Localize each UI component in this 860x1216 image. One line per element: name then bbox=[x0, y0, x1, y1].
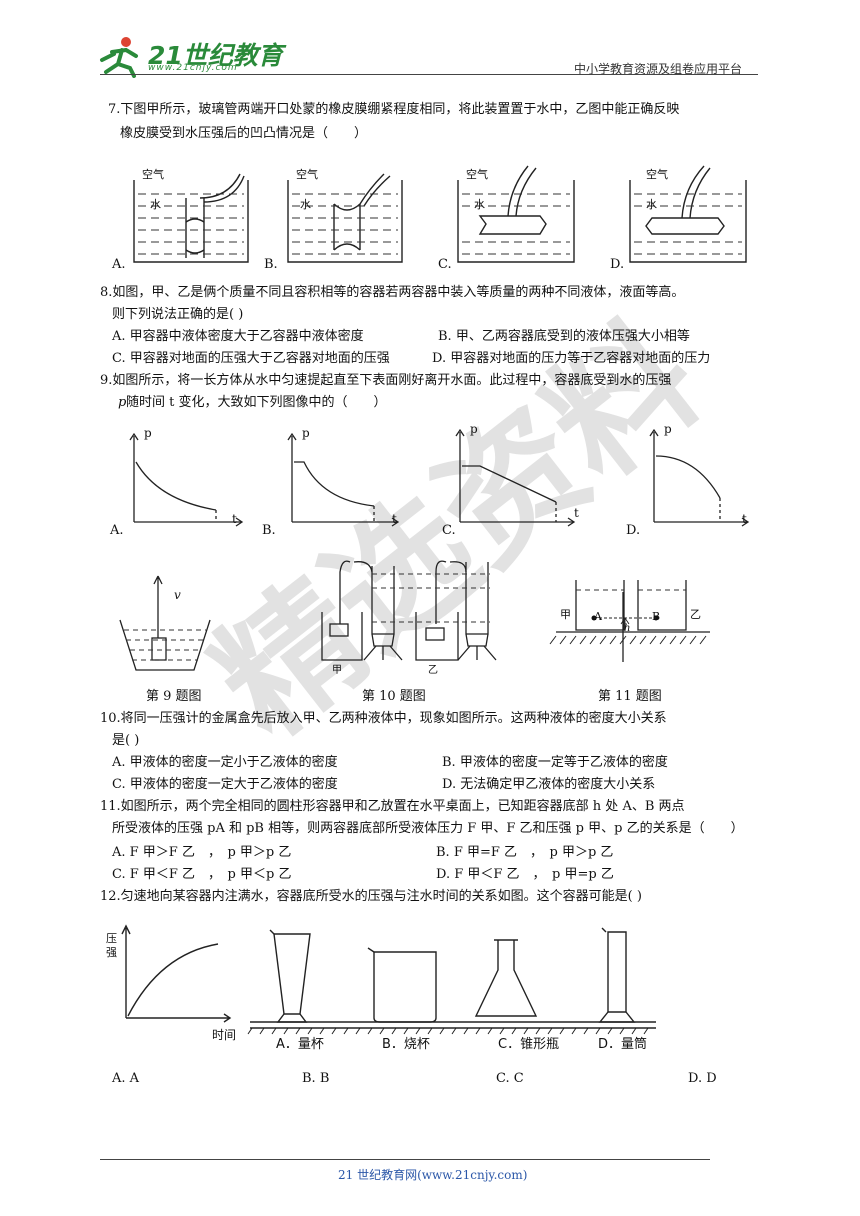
q12-cap-c: C．锥形瓶 bbox=[498, 1037, 560, 1052]
q11-fig-jia: 甲 bbox=[560, 608, 571, 621]
q12-y-label-2: 强 bbox=[106, 946, 117, 959]
q9-axis-p-b: p bbox=[302, 426, 310, 440]
q9-axis-t-d: t bbox=[742, 512, 747, 526]
q11-line2: 所受液体的压强 pA 和 pB 相等，则两容器底部所受液体压力 F 甲、F 乙和… bbox=[112, 821, 744, 836]
q10-line1: 10.将同一压强计的金属盒先后放入甲、乙两种液体中，现象如图所示。这两种液体的密… bbox=[100, 711, 667, 726]
header-right-text: 中小学教育资源及组卷应用平台 bbox=[574, 62, 743, 76]
q11-option-d: D. F 甲＜F 乙 ， p 甲=p 乙 bbox=[436, 867, 614, 882]
q12-cap-d: D．量筒 bbox=[598, 1037, 648, 1052]
q7-air-d: 空气 bbox=[646, 168, 668, 181]
q10-option-d: D. 无法确定甲乙液体的密度大小关系 bbox=[442, 777, 656, 792]
q7-air-c: 空气 bbox=[466, 168, 488, 181]
q8-option-b: B. 甲、乙两容器底受到的液体压强大小相等 bbox=[438, 329, 690, 344]
q12-cap-a: A．量杯 bbox=[276, 1037, 324, 1052]
q7-figure bbox=[133, 165, 747, 263]
q12-option-d: D. D bbox=[688, 1071, 717, 1086]
q7-air-b: 空气 bbox=[296, 168, 318, 181]
footer-link[interactable]: 21 世纪教育网(www.21cnjy.com) bbox=[338, 1168, 528, 1182]
q7-opt-c: C. bbox=[438, 257, 452, 272]
caption-q11: 第 11 题图 bbox=[598, 689, 662, 704]
q9-axis-p-c: p bbox=[470, 422, 478, 436]
q9-fig-v: v bbox=[174, 588, 181, 602]
q8-option-d: D. 甲容器对地面的压力等于乙容器对地面的压力 bbox=[432, 351, 711, 366]
q8-line1: 8.如图，甲、乙是俩个质量不同且容积相等的容器若两容器中装入等质量的两种不同液体… bbox=[100, 285, 685, 300]
q8-option-a: A. 甲容器中液体密度大于乙容器中液体密度 bbox=[112, 329, 364, 344]
q12-figure bbox=[121, 924, 656, 1035]
q11-fig-yi: 乙 bbox=[690, 608, 701, 621]
logo-text: 21世纪教育 bbox=[148, 41, 283, 70]
q11-fig-h: h bbox=[624, 623, 631, 634]
q9-opt-c: C. bbox=[442, 523, 456, 538]
q8-line2: 则下列说法正确的是( ) bbox=[112, 307, 244, 322]
q12-option-c: C. C bbox=[496, 1071, 524, 1086]
q9-axis-p-d: p bbox=[664, 422, 672, 436]
q9-opt-d: D. bbox=[626, 523, 641, 538]
q11-line1: 11.如图所示，两个完全相同的圆柱形容器甲和乙放置在水平桌面上，已知距容器底部 … bbox=[100, 799, 685, 814]
q12-option-b: B. B bbox=[302, 1071, 330, 1086]
figures-row bbox=[119, 560, 710, 671]
q12-option-a: A. A bbox=[112, 1071, 140, 1086]
q10-option-a: A. 甲液体的密度一定小于乙液体的密度 bbox=[112, 755, 338, 770]
q10-option-c: C. 甲液体的密度一定大于乙液体的密度 bbox=[112, 777, 338, 792]
q9-axis-t-a: t bbox=[232, 512, 237, 526]
q7-air-a: 空气 bbox=[142, 168, 164, 181]
q11-option-a: A. F 甲＞F 乙 ， p 甲＞p 乙 bbox=[112, 845, 292, 860]
q10-fig-yi: 乙 bbox=[428, 665, 438, 676]
q11-option-b: B. F 甲=F 乙 ， p 甲＞p 乙 bbox=[436, 845, 614, 860]
q7-water-a: 水 bbox=[150, 198, 161, 211]
q7-opt-d: D. bbox=[610, 257, 625, 272]
logo-url: www.21cnjy.com bbox=[148, 63, 238, 73]
q9-opt-b: B. bbox=[262, 523, 276, 538]
caption-q9: 第 9 题图 bbox=[146, 689, 202, 704]
q9-axis-t-c: t bbox=[574, 506, 579, 520]
q7-water-c: 水 bbox=[474, 198, 485, 211]
q11-fig-b: B bbox=[652, 610, 661, 623]
q7-line2: 橡皮膜受到水压强后的凹凸情况是（ ） bbox=[120, 126, 368, 141]
q7-water-b: 水 bbox=[300, 198, 311, 211]
q7-opt-b: B. bbox=[264, 257, 278, 272]
q11-fig-a: A bbox=[594, 610, 602, 623]
q10-line2: 是( ) bbox=[112, 733, 140, 748]
q8-option-c: C. 甲容器对地面的压强大于乙容器对地面的压强 bbox=[112, 351, 390, 366]
q7-opt-a: A. bbox=[112, 257, 126, 272]
q11-option-c: C. F 甲＜F 乙 ， p 甲＜p 乙 bbox=[112, 867, 292, 882]
runner-icon bbox=[100, 37, 138, 78]
caption-q10: 第 10 题图 bbox=[362, 689, 426, 704]
q12-line1: 12.匀速地向某容器内注满水，容器底所受水的压强与注水时间的关系如图。这个容器可… bbox=[100, 889, 642, 904]
header-rule bbox=[100, 74, 758, 75]
q9-line1: 9.如图所示，将一长方体从水中匀速提起直至下表面刚好离开水面。此过程中，容器底受… bbox=[100, 373, 672, 388]
q9-line2: 随时间 t 变化，大致如下列图像中的（ ） bbox=[126, 395, 387, 410]
footer-rule bbox=[100, 1159, 710, 1160]
q12-x-label: 时间 bbox=[212, 1028, 237, 1042]
q9-line2-p: p bbox=[118, 395, 127, 410]
q9-opt-a: A. bbox=[110, 523, 124, 538]
q12-cap-b: B．烧杯 bbox=[382, 1037, 430, 1052]
q9-axis-p-a: p bbox=[144, 426, 152, 440]
q10-fig-jia: 甲 bbox=[332, 665, 342, 676]
logo bbox=[92, 34, 292, 78]
q12-y-label-1: 压 bbox=[106, 932, 117, 945]
q9-axis-t-b: t bbox=[392, 512, 397, 526]
q7-line1: 7.下图甲所示，玻璃管两端开口处蒙的橡皮膜绷紧程度相同，将此装置置于水中，乙图中… bbox=[108, 102, 680, 117]
q10-option-b: B. 甲液体的密度一定等于乙液体的密度 bbox=[442, 755, 668, 770]
q9-graphs bbox=[129, 428, 750, 527]
q7-water-d: 水 bbox=[646, 198, 657, 211]
